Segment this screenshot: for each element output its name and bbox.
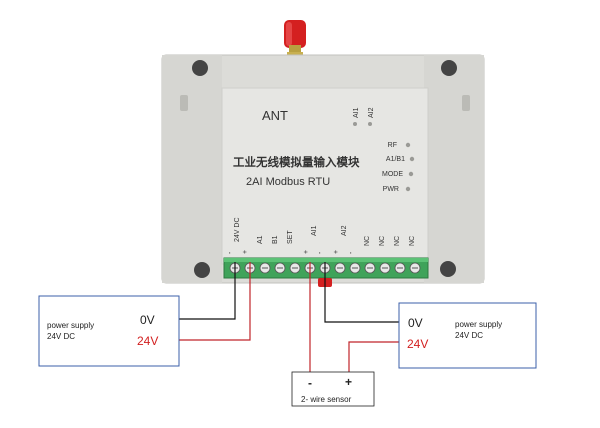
wires (160, 262, 400, 382)
terminal-block (223, 257, 429, 279)
terminal-label-minus-3: - (348, 251, 355, 254)
left-supply-0v: 0V (140, 313, 155, 327)
terminal-label-nc-2: NC (379, 236, 386, 246)
terminal-label-plus-2: + (303, 250, 310, 254)
left-supply-box (38, 295, 180, 367)
terminal-label-nc-1: NC (364, 236, 371, 246)
right-supply-0v: 0V (408, 316, 423, 330)
sensor-plus: + (345, 375, 352, 389)
model-label: 2AI Modbus RTU (246, 176, 330, 188)
ant-label: ANT (262, 108, 288, 123)
led-label-ai2: AI2 (368, 107, 375, 118)
mount-hole-bottom-left (194, 262, 210, 278)
right-supply-label-2: 24V DC (455, 331, 483, 340)
terminal-label-nc-4: NC (409, 236, 416, 246)
terminal-labels: 24V DC - + A1 B1 SET + AI1 - + AI2 - NC … (227, 217, 416, 254)
wire-right-0v (324, 262, 400, 323)
terminal-label-minus-2: - (317, 251, 324, 254)
antenna (284, 20, 306, 60)
right-supply-box (398, 302, 537, 369)
sensor-label: 2- wire sensor (301, 395, 352, 404)
left-supply-24v: 24V (137, 334, 158, 348)
left-supply-label-2: 24V DC (47, 332, 75, 341)
terminal-label-ai2: AI2 (341, 225, 348, 236)
right-supply-24v: 24V (407, 337, 428, 351)
led-a1b1 (409, 156, 415, 162)
sensor-box (291, 371, 375, 407)
led-label-ai1: AI1 (353, 107, 360, 118)
wire-left-0v (160, 262, 236, 320)
led-ai1 (353, 122, 357, 126)
mount-hole-bottom-right (440, 261, 456, 277)
terminal-label-plus-1: + (242, 250, 249, 254)
terminal-label-set: SET (287, 230, 294, 244)
terminal-label-24vdc: 24V DC (234, 217, 241, 242)
module-title-cn: 工业无线模拟量输入模块 (233, 155, 360, 169)
terminal-label-nc-3: NC (394, 236, 401, 246)
led-pwr (405, 186, 411, 192)
led-label-pwr: PWR (383, 186, 399, 193)
right-supply-label-1: power supply (455, 320, 502, 329)
terminal-label-b1: B1 (272, 235, 279, 244)
terminal-label-minus-1: - (227, 251, 234, 254)
mount-hole-top-left (192, 60, 208, 76)
mount-hole-top-right (441, 60, 457, 76)
left-supply-label-1: power supply (47, 321, 94, 330)
led-label-rf: RF (388, 142, 397, 149)
terminal-label-a1: A1 (257, 235, 264, 244)
label-panel (221, 87, 429, 265)
terminal-label-ai1: AI1 (311, 225, 318, 236)
led-label-mode: MODE (382, 171, 403, 178)
led-label-a1b1: A1/B1 (386, 156, 405, 163)
led-ai2 (368, 122, 372, 126)
wire-sensor-plus (348, 341, 400, 382)
terminal-label-plus-3: + (333, 250, 340, 254)
led-mode (408, 171, 414, 177)
wire-left-24v (160, 262, 251, 341)
sensor-minus: - (308, 376, 312, 390)
led-rf (405, 142, 411, 148)
